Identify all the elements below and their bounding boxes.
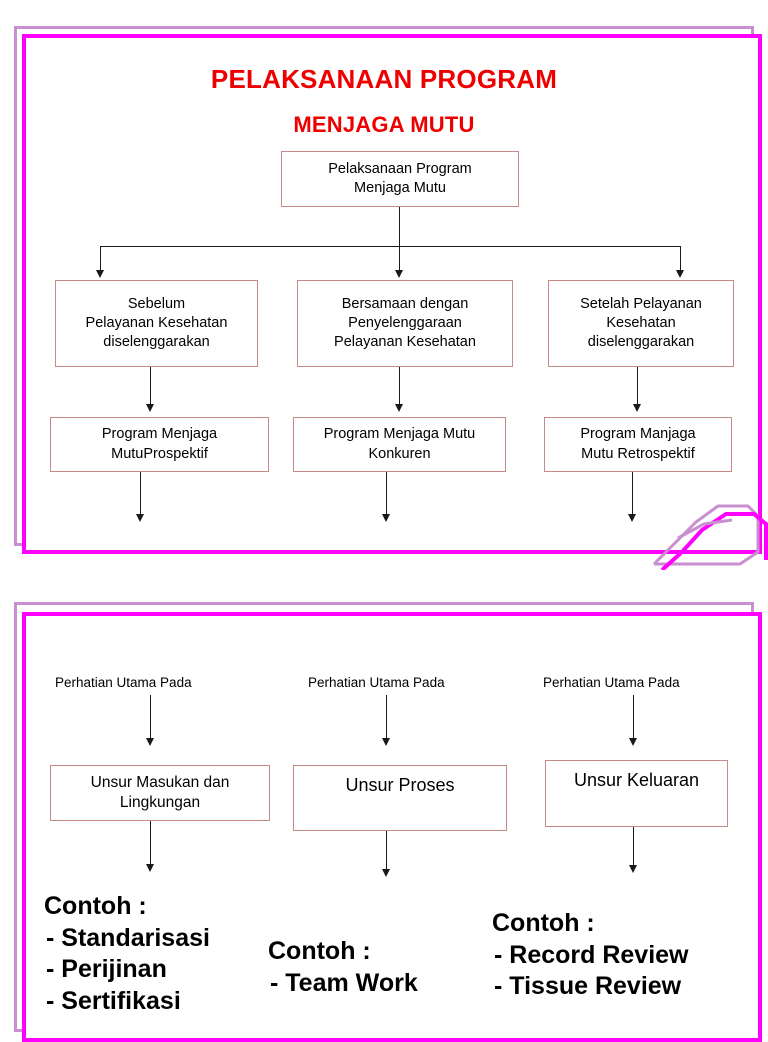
arrowhead-program-1 <box>146 404 154 412</box>
arrowhead-trailing-2 <box>382 514 390 522</box>
box-unsur-keluaran: Unsur Keluaran <box>545 760 728 827</box>
contoh-item-team-work: - Team Work <box>270 968 418 997</box>
box-unsur-keluaran-text: Unsur Keluaran <box>573 770 700 790</box>
box-unsur-masukan-text: Unsur Masukan dan Lingkungan <box>90 773 230 811</box>
slide2-canvas: Perhatian Utama Pada Perhatian Utama Pad… <box>0 595 768 1024</box>
arrowhead-phase-2 <box>395 270 403 278</box>
box-phase-sebelum: Sebelum Pelayanan Kesehatan diselenggara… <box>55 280 258 367</box>
contoh-item-standarisasi: - Standarisasi <box>46 923 210 952</box>
arrowhead-contoh-1 <box>146 864 154 872</box>
connector-bus-drop-1 <box>100 246 101 272</box>
connector-caption1-to-box1 <box>150 695 151 740</box>
contoh-block-proses: Contoh : - Team Work <box>268 936 418 999</box>
arrowhead-element-1 <box>146 738 154 746</box>
caption-perhatian-2: Perhatian Utama Pada <box>308 675 445 690</box>
box-phase-sebelum-text: Sebelum Pelayanan Kesehatan diselenggara… <box>85 295 228 351</box>
caption-perhatian-3: Perhatian Utama Pada <box>543 675 680 690</box>
contoh-block-masukan: Contoh : - Standarisasi - Perijinan - Se… <box>44 891 210 1017</box>
connector-box2-to-contoh2 <box>386 831 387 871</box>
connector-box1-to-contoh1 <box>150 821 151 866</box>
connector-root-stem <box>399 207 400 246</box>
box-root-pelaksanaan-program: Pelaksanaan Program Menjaga Mutu <box>281 151 519 207</box>
box-program-retrospektif-text: Program Manjaga Mutu Retrospektif <box>580 426 696 462</box>
contoh-item-perijinan: - Perijinan <box>46 955 167 983</box>
connector-horizontal-bus <box>100 246 680 247</box>
box-phase-setelah-text: Setelah Pelayanan Kesehatan diselenggara… <box>580 295 702 351</box>
connector-caption2-to-box2 <box>386 695 387 740</box>
box-unsur-masukan: Unsur Masukan dan Lingkungan <box>50 765 270 821</box>
caption-perhatian-1: Perhatian Utama Pada <box>55 675 192 690</box>
arrowhead-contoh-3 <box>629 865 637 873</box>
box-unsur-proses: Unsur Proses <box>293 765 507 831</box>
arrowhead-program-2 <box>395 404 403 412</box>
arrowhead-element-3 <box>629 738 637 746</box>
connector-program2-trailing <box>386 472 387 516</box>
box-phase-bersamaan-text: Bersamaan dengan Penyelenggaraan Pelayan… <box>334 295 476 351</box>
arrowhead-phase-1 <box>96 270 104 278</box>
connector-program1-trailing <box>140 472 141 516</box>
arrowhead-phase-3 <box>676 270 684 278</box>
slide-unsur-dan-contoh: Perhatian Utama Pada Perhatian Utama Pad… <box>0 595 768 1042</box>
contoh-heading-1: Contoh : <box>44 892 147 920</box>
box-unsur-proses-text: Unsur Proses <box>345 775 455 795</box>
contoh-item-record-review: - Record Review <box>494 940 689 969</box>
slide-pelaksanaan-program: PELAKSANAAN PROGRAM MENJAGA MUTU Pelaksa… <box>0 20 768 570</box>
contoh-item-tissue-review: - Tissue Review <box>494 972 682 1000</box>
arrowhead-trailing-3 <box>628 514 636 522</box>
arrowhead-contoh-2 <box>382 869 390 877</box>
box-program-konkuren: Program Menjaga Mutu Konkuren <box>293 417 506 472</box>
contoh-block-keluaran: Contoh : - Record Review - Tissue Review <box>492 908 689 1003</box>
connector-phase2-to-program2 <box>399 367 400 406</box>
connector-bus-drop-2 <box>399 246 400 272</box>
box-program-konkuren-text: Program Menjaga Mutu Konkuren <box>323 426 476 462</box>
box-program-prospektif: Program Menjaga MutuProspektif <box>50 417 269 472</box>
connector-bus-drop-3 <box>680 246 681 272</box>
contoh-heading-3: Contoh : <box>492 909 595 937</box>
arrowhead-element-2 <box>382 738 390 746</box>
connector-program3-trailing <box>632 472 633 516</box>
box-program-retrospektif: Program Manjaga Mutu Retrospektif <box>544 417 732 472</box>
box-program-prospektif-text: Program Menjaga MutuProspektif <box>101 426 218 462</box>
contoh-item-sertifikasi: - Sertifikasi <box>46 986 181 1015</box>
contoh-heading-2: Contoh : <box>268 937 371 965</box>
slide1-canvas: PELAKSANAAN PROGRAM MENJAGA MUTU Pelaksa… <box>0 20 768 565</box>
arrowhead-trailing-1 <box>136 514 144 522</box>
connector-phase3-to-program3 <box>637 367 638 406</box>
box-root-text: Pelaksanaan Program Menjaga Mutu <box>328 160 472 196</box>
arrowhead-program-3 <box>633 404 641 412</box>
connector-caption3-to-box3 <box>633 695 634 740</box>
box-phase-bersamaan: Bersamaan dengan Penyelenggaraan Pelayan… <box>297 280 513 367</box>
connector-box3-to-contoh3 <box>633 827 634 867</box>
page-title-line-1: PELAKSANAAN PROGRAM <box>210 64 558 94</box>
page-title-line-2: MENJAGA MUTU <box>293 112 475 137</box>
box-phase-setelah: Setelah Pelayanan Kesehatan diselenggara… <box>548 280 734 367</box>
connector-phase1-to-program1 <box>150 367 151 406</box>
